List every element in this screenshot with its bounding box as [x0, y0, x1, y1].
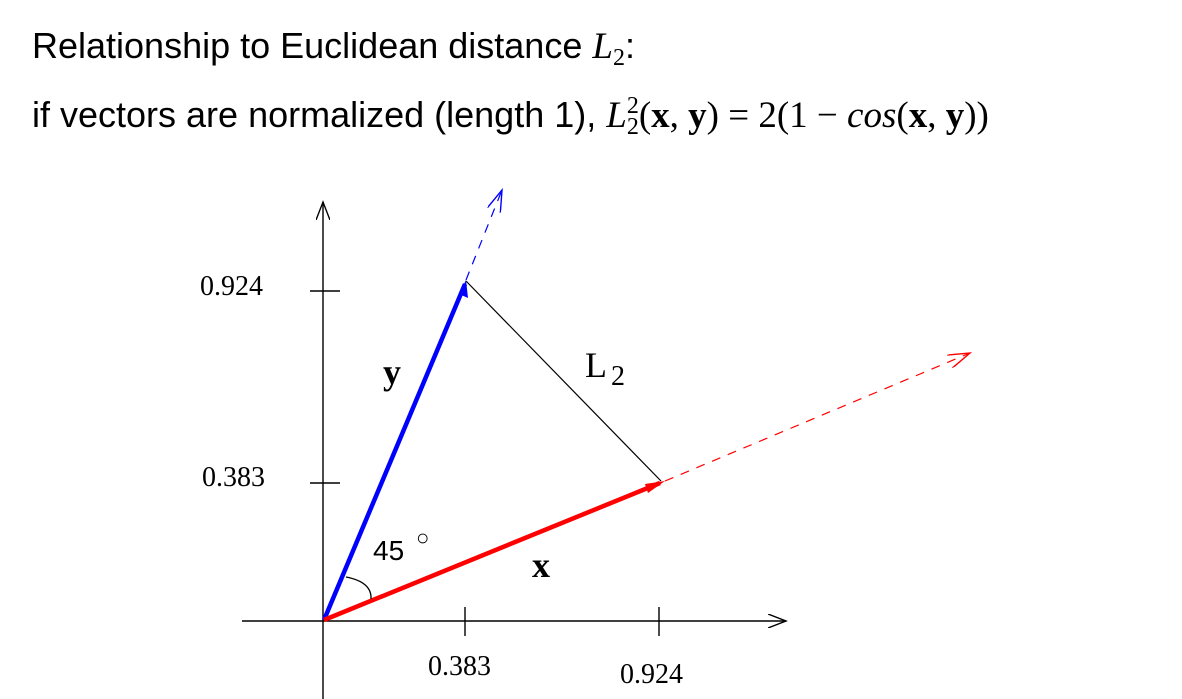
vector-y-label: y — [383, 352, 401, 392]
title-l-var: L — [592, 26, 613, 67]
title-l-sub: 2 — [612, 45, 625, 71]
formula-l-sub: 2 — [626, 114, 639, 140]
x-tick-label-1: 0.383 — [428, 651, 491, 682]
title-line-2-text: if vectors are normalized (length 1), — [32, 94, 607, 135]
formula-cos: cos — [847, 95, 897, 136]
formula: L22(x, y) = 2(1 − cos(x, y)) — [606, 93, 989, 140]
formula-open-paren: ( — [638, 95, 652, 136]
formula-y-2: y — [945, 95, 965, 136]
formula-x-2: x — [908, 95, 928, 136]
y-tick-label-1: 0.924 — [200, 271, 263, 302]
angle-degree-symbol: ○ — [416, 525, 429, 550]
formula-close-paren: ) — [706, 95, 719, 136]
x-tick-label-2: 0.924 — [620, 659, 683, 690]
y-vector-extension — [465, 190, 502, 281]
y-tick-label-2: 0.383 — [202, 462, 265, 493]
vector-x-label: x — [532, 545, 550, 585]
formula-comma-2: , — [927, 95, 946, 136]
formula-equals: = 2(1 − — [718, 95, 848, 136]
vector-x — [323, 480, 661, 623]
formula-x: x — [651, 95, 670, 136]
formula-y: y — [688, 95, 707, 136]
formula-l-var: L — [606, 95, 627, 136]
l2-label-var: L — [585, 345, 607, 385]
formula-l-sup: 2 — [626, 93, 639, 119]
slide-title: Relationship to Euclidean distance L2: i… — [32, 22, 989, 151]
title-line-1: Relationship to Euclidean distance L2: — [32, 22, 989, 82]
title-l2-symbol: L2 — [592, 26, 625, 71]
vector-x-arrowhead — [645, 481, 665, 493]
formula-close-parens: )) — [964, 95, 989, 136]
angle-label: 45 — [373, 535, 404, 566]
title-line-1-colon: : — [624, 25, 635, 66]
l2-distance-line — [465, 280, 662, 482]
vector-y-arrowhead — [459, 280, 468, 298]
formula-open-paren-2: ( — [896, 95, 909, 136]
x-vector-extension — [664, 353, 970, 482]
vector-y — [321, 283, 468, 621]
formula-comma: , — [669, 95, 689, 136]
angle-arc — [345, 576, 372, 600]
l2-label-sub: 2 — [611, 361, 625, 392]
title-line-2: if vectors are normalized (length 1), L2… — [32, 82, 989, 151]
title-line-1-text: Relationship to Euclidean distance — [32, 25, 593, 66]
